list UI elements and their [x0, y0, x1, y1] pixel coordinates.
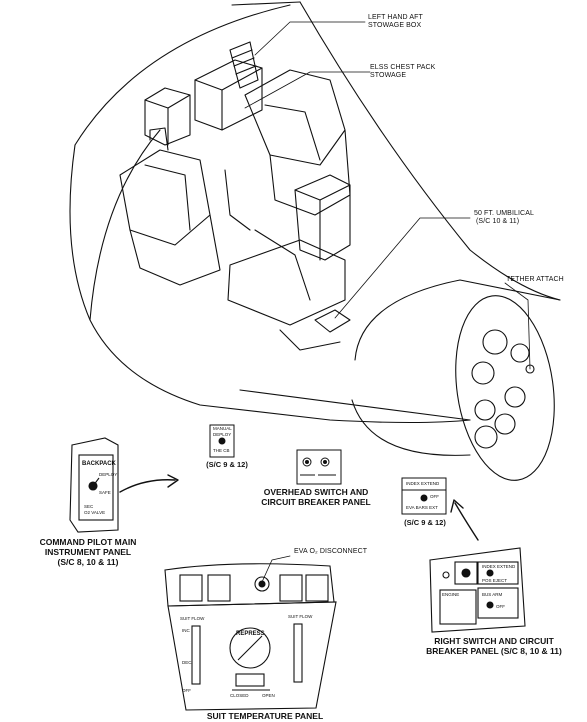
- right-panel-title-1: RIGHT SWITCH AND CIRCUIT: [434, 636, 554, 646]
- manual-label: MANUAL: [213, 426, 232, 431]
- inset-index-extend: INDEX EXTEND: [406, 481, 440, 486]
- inset-off: OFF: [430, 494, 439, 499]
- suit-temperature-panel: [164, 563, 337, 711]
- right-panel-title-2: BREAKER PANEL (S/C 8, 10 & 11): [426, 646, 562, 656]
- closed-label: CLOSED: [230, 693, 249, 698]
- open-label: OPEN: [262, 693, 275, 698]
- suit-temperature-title: SUIT TEMPERATURE PANEL: [206, 711, 324, 721]
- center-console: [227, 174, 351, 351]
- spacecraft-hull: [69, 1, 561, 424]
- deploy-label: DEPLOY: [99, 472, 118, 477]
- eva-disconnect-label: EVA O₂ DISCONNECT: [294, 548, 368, 555]
- index-extend-label: INDEX EXTEND: [482, 564, 516, 569]
- safe-label: SAFE: [99, 490, 111, 495]
- overhead-title-1: OVERHEAD SWITCH AND: [263, 487, 369, 497]
- overhead-breaker-panel: [296, 449, 342, 485]
- inset-eva-bars-ext: EVA BARS EXT: [406, 505, 438, 510]
- stowage-boxes: [144, 41, 263, 146]
- adapter-cylinder: [351, 279, 561, 481]
- repress-label: REPRESS: [236, 631, 265, 637]
- command-pilot-title-2: INSTRUMENT PANEL: [44, 547, 132, 557]
- right-sc-note: (S/C 9 & 12): [404, 518, 446, 527]
- umbilical-label-2: (S/C 10 & 11): [476, 218, 520, 225]
- left-stowage-label-2: STOWAGE BOX: [368, 22, 422, 29]
- command-pilot-title-3: (S/C 8, 10 & 11): [57, 557, 119, 567]
- elss-label-1: ELSS CHEST PACK: [370, 64, 436, 71]
- overhead-sc-note: (S/C 9 & 12): [206, 460, 248, 469]
- callout-leader-lines: [244, 21, 531, 583]
- pos-eject-label: POS EJECT: [482, 578, 508, 583]
- suit-off-label: OFF: [182, 688, 191, 693]
- sec-label: SEC: [84, 504, 94, 509]
- command-pilot-panel: [69, 437, 119, 533]
- o2-valve-label: O2 VALVE: [84, 510, 106, 515]
- left-stowage-label-1: LEFT HAND AFT: [368, 14, 423, 21]
- suit-flow-left-label: SUIT FLOW: [180, 616, 205, 621]
- bus-arm-label: BUS ARM: [482, 592, 503, 597]
- tether-attach-label: TETHER ATTACH: [506, 276, 564, 283]
- umbilical-label-1: 50 FT. UMBILICAL: [474, 210, 534, 217]
- command-pilot-title-1: COMMAND PILOT MAIN: [39, 537, 137, 547]
- dec-label: DEC: [182, 660, 192, 665]
- backpack-label: BACKPACK: [82, 461, 116, 467]
- suit-flow-right-label: SUIT FLOW: [288, 614, 313, 619]
- inc-label: INC: [182, 628, 190, 633]
- indicator-arrows: [119, 474, 479, 541]
- manual-deploy-label: DEPLOY: [213, 432, 232, 437]
- elss-label-2: STOWAGE: [370, 72, 407, 79]
- the-cb-label: THE CB: [213, 448, 230, 453]
- crew-seats: [119, 69, 351, 301]
- overhead-title-2: CIRCUIT BREAKER PANEL: [261, 497, 371, 507]
- right-inset-switch: [401, 477, 447, 515]
- overhead-manual-deploy-switch: [209, 424, 235, 458]
- right-switch-panel: [429, 547, 526, 633]
- engine-label: ENGINE: [442, 592, 460, 597]
- right-off-label: OFF: [496, 604, 505, 609]
